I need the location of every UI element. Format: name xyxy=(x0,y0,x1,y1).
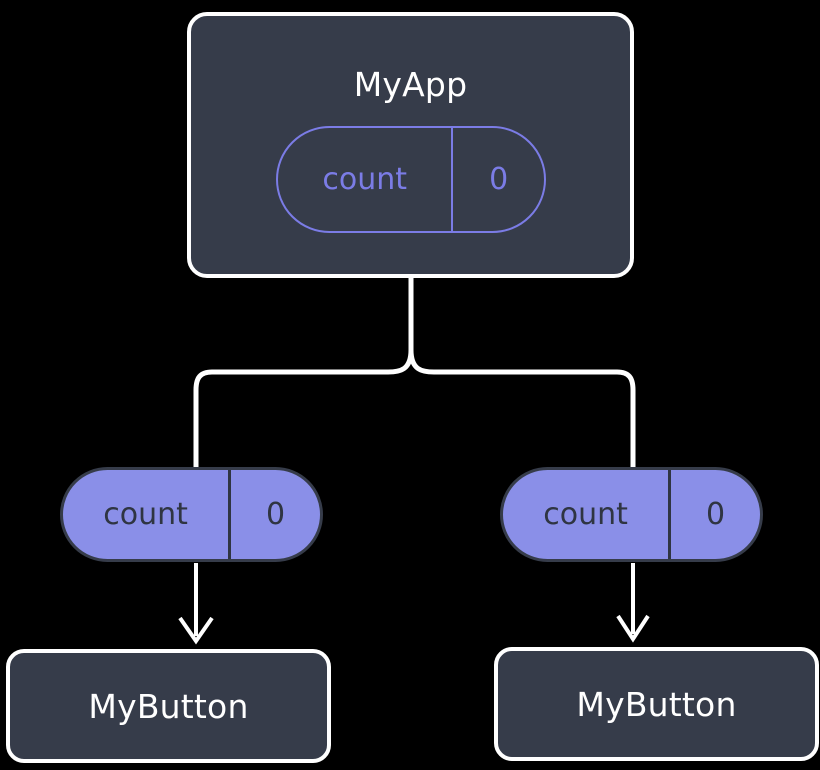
component-box-mybutton-left[interactable]: MyButton xyxy=(6,649,331,763)
connector-branch-left xyxy=(193,347,414,471)
prop-pill-key-right: count xyxy=(543,496,628,532)
connector-branch-right xyxy=(408,347,636,471)
prop-pill-right[interactable]: count 0 xyxy=(500,467,763,562)
component-box-mybutton-right[interactable]: MyButton xyxy=(494,647,819,761)
prop-pill-key-left: count xyxy=(103,496,188,532)
prop-pill-left[interactable]: count 0 xyxy=(60,467,323,562)
arrow-left xyxy=(178,563,214,645)
prop-pill-value-left: 0 xyxy=(266,496,286,532)
prop-pill-divider-left xyxy=(228,470,232,559)
state-pill-myapp[interactable]: count 0 xyxy=(276,126,546,233)
prop-pill-value-right: 0 xyxy=(706,496,726,532)
state-pill-value-myapp: 0 xyxy=(489,161,509,197)
component-title-myapp: MyApp xyxy=(353,65,468,104)
prop-pill-divider-right xyxy=(668,470,672,559)
component-title-mybutton-left: MyButton xyxy=(88,686,249,726)
state-pill-key-myapp: count xyxy=(322,161,407,197)
component-title-mybutton-right: MyButton xyxy=(576,684,737,724)
state-pill-divider-myapp xyxy=(451,128,454,231)
arrow-right xyxy=(616,563,650,643)
